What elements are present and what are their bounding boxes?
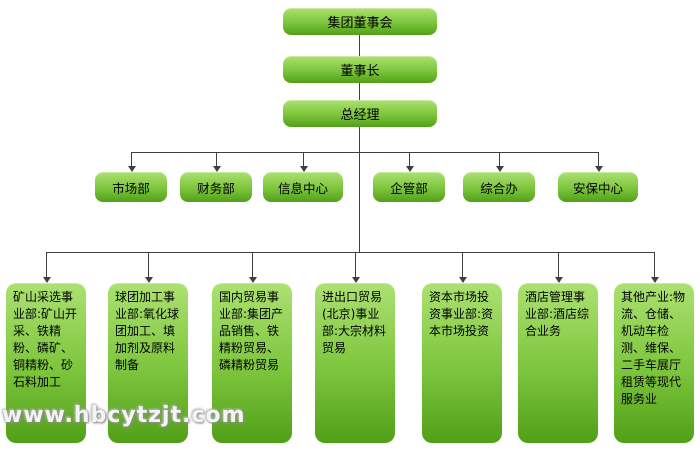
- node-general-manager: 总经理: [283, 100, 437, 127]
- arrow-down-icon: [352, 277, 360, 283]
- arrow-down-icon: [406, 166, 414, 172]
- division-box-domestic-trade: 国内贸易事业部:集团产品销售、铁精粉贸易、磷精粉贸易: [212, 283, 292, 443]
- dept-box-marketing: 市场部: [95, 172, 167, 202]
- arrow-down-icon: [555, 277, 563, 283]
- arrow-down-icon: [595, 166, 603, 172]
- connector-division-drop-4: [355, 252, 356, 277]
- connector-chairman-gm: [359, 83, 360, 100]
- arrow-down-icon: [145, 277, 153, 283]
- division-box-pelletizing: 球团加工事业部:氧化球团加工、填加剂及原料制备: [108, 283, 188, 443]
- dept-box-information-center: 信息中心: [263, 172, 343, 202]
- division-box-other-industries: 其他产业:物流、仓储、机动车检测、维保、二手车展厅租赁等现代服务业: [614, 283, 694, 443]
- dept-box-finance: 财务部: [180, 172, 252, 202]
- watermark-text: www.hbcytzjt.com: [2, 403, 246, 428]
- division-box-mining: 矿山采选事业部:矿山开采、铁精粉、磷矿、铜精粉、砂石料加工: [6, 283, 86, 443]
- arrow-down-icon: [459, 277, 467, 283]
- arrow-down-icon: [300, 166, 308, 172]
- connector-division-drop-7: [654, 252, 655, 277]
- connector-dept-drop-2: [216, 152, 217, 166]
- connector-division-drop-1: [46, 252, 47, 277]
- arrow-down-icon: [213, 166, 221, 172]
- node-group-board: 集团董事会: [283, 8, 437, 35]
- connector-dept-hline: [131, 152, 599, 153]
- dept-box-general-office: 综合办: [463, 172, 535, 202]
- connector-dept-drop-1: [131, 152, 132, 166]
- connector-gm-trunk: [359, 127, 360, 253]
- connector-division-drop-2: [148, 252, 149, 277]
- arrow-down-icon: [249, 277, 257, 283]
- arrow-down-icon: [496, 166, 504, 172]
- node-chairman: 董事长: [283, 56, 437, 83]
- connector-dept-drop-3: [303, 152, 304, 166]
- arrow-down-icon: [128, 166, 136, 172]
- connector-division-drop-3: [252, 252, 253, 277]
- connector-division-drop-5: [462, 252, 463, 277]
- division-box-import-export-beijing: 进出口贸易(北京)事业部:大宗材料贸易: [315, 283, 395, 443]
- division-box-capital-market: 资本市场投资事业部:资本市场投资: [422, 283, 502, 443]
- dept-box-enterprise-management: 企管部: [373, 172, 445, 202]
- arrow-down-icon: [651, 277, 659, 283]
- connector-dept-drop-4: [409, 152, 410, 166]
- dept-box-security-center: 安保中心: [558, 172, 638, 202]
- connector-dept-drop-6: [598, 152, 599, 166]
- arrow-down-icon: [43, 277, 51, 283]
- connector-division-hline: [46, 252, 655, 253]
- connector-board-chairman: [359, 35, 360, 56]
- connector-dept-drop-5: [499, 152, 500, 166]
- division-box-hotel-management: 酒店管理事业部:酒店综合业务: [518, 283, 598, 443]
- connector-division-drop-6: [558, 252, 559, 277]
